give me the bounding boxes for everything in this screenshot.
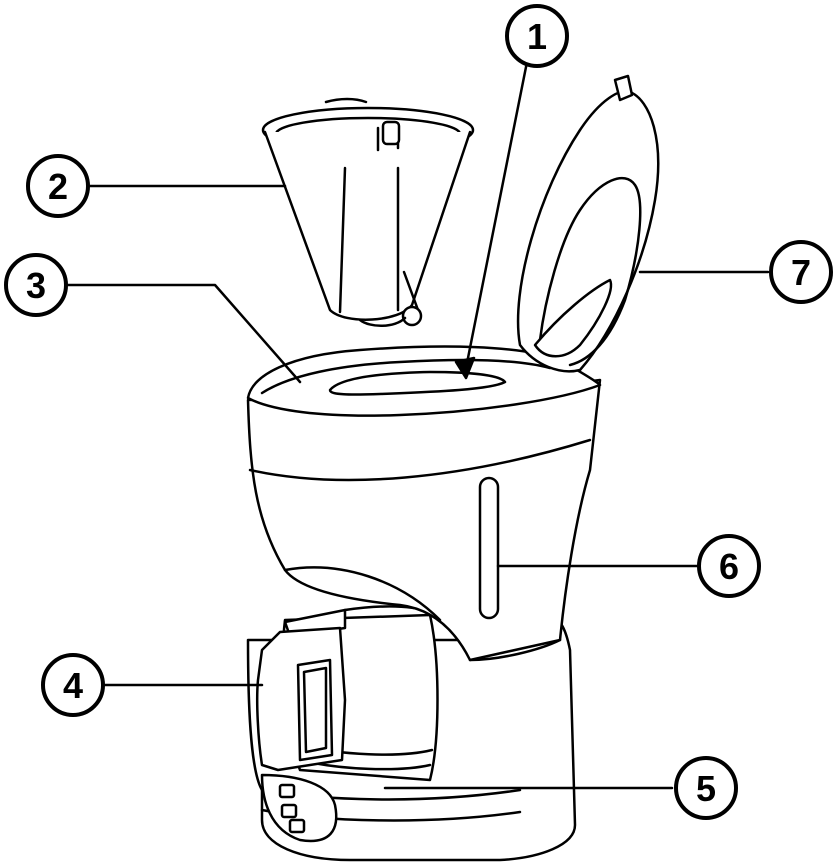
carafe-handle <box>257 628 345 770</box>
leader-line-3 <box>68 285 300 382</box>
callout-number-4: 4 <box>63 665 83 706</box>
water-window <box>480 478 498 618</box>
callout-number-7: 7 <box>791 252 811 293</box>
power-button-icon <box>280 785 294 797</box>
callout-number-3: 3 <box>26 265 46 306</box>
callout-number-5: 5 <box>696 768 716 809</box>
clock-button-icon <box>282 805 296 817</box>
program-button-icon <box>290 820 304 832</box>
callout-number-6: 6 <box>719 546 739 587</box>
callout-number-1: 1 <box>527 16 547 57</box>
callout-number-2: 2 <box>48 166 68 207</box>
filter-basket <box>263 99 473 326</box>
hinged-lid <box>518 76 658 371</box>
